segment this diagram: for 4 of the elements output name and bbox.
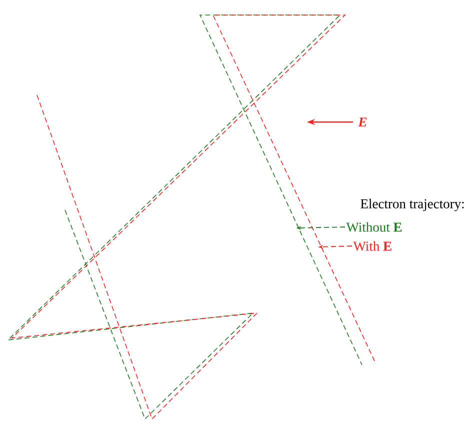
- field-label: E: [358, 118, 367, 126]
- legend-text: Without E: [346, 222, 402, 232]
- legend-text: With E: [353, 241, 392, 251]
- legend-title: Electron trajectory:: [360, 198, 464, 212]
